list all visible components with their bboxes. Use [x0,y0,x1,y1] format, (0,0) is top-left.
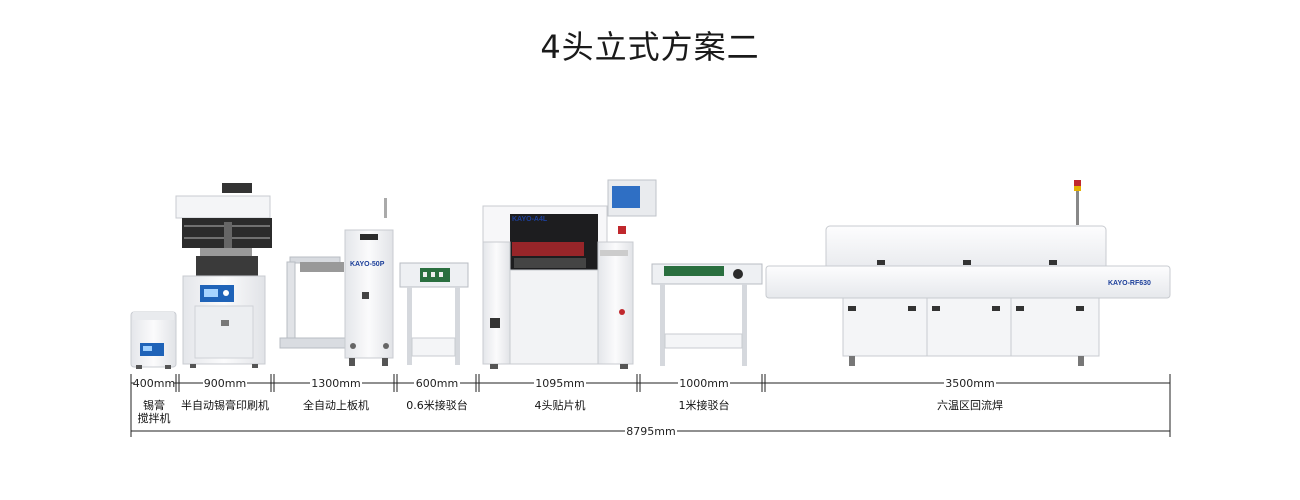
label-reflow: 六温区回流焊 [937,398,1003,412]
dim-conveyor-1: 1000mm [679,377,728,390]
auto-pcb-loader: KAYO-50P [279,198,394,366]
conveyor-1m [651,263,763,366]
semi-auto-stencil-printer [175,183,272,368]
dim-loader: 1300mm [311,377,360,390]
loader-brand: KAYO-50P [350,261,385,268]
dimension-labels: 400mm 900mm 1300mm 600mm 1095mm 1000mm 3… [133,376,996,438]
label-conveyor-1: 1米接驳台 [679,398,730,412]
label-mixer-line1: 锡膏 [143,398,165,412]
label-printer: 半自动锡膏印刷机 [181,398,269,412]
pnp-brand: KAYO-A4L [512,216,548,223]
solder-paste-mixer [130,311,177,369]
page-title: 4头立式方案二 [540,28,760,66]
dim-printer: 900mm [204,377,246,390]
label-pnp: 4头贴片机 [535,398,586,412]
dim-conveyor-06: 600mm [416,377,458,390]
label-mixer-line2: 搅拌机 [138,411,171,425]
label-loader: 全自动上板机 [303,398,369,412]
machine-labels: 锡膏 搅拌机 半自动锡膏印刷机 全自动上板机 0.6米接驳台 4头贴片机 1米接… [138,398,1004,425]
reflow-brand: KAYO-RF630 [1108,280,1151,287]
dim-pnp: 1095mm [535,377,584,390]
dim-reflow: 3500mm [945,377,994,390]
dim-mixer: 400mm [133,377,175,390]
label-conveyor-06: 0.6米接驳台 [406,398,468,412]
conveyor-0-6m [399,262,469,365]
pick-and-place-machine: KAYO-A4L [482,179,657,369]
reflow-oven: KAYO-RF630 [765,180,1171,366]
dim-total: 8795mm [626,425,675,438]
